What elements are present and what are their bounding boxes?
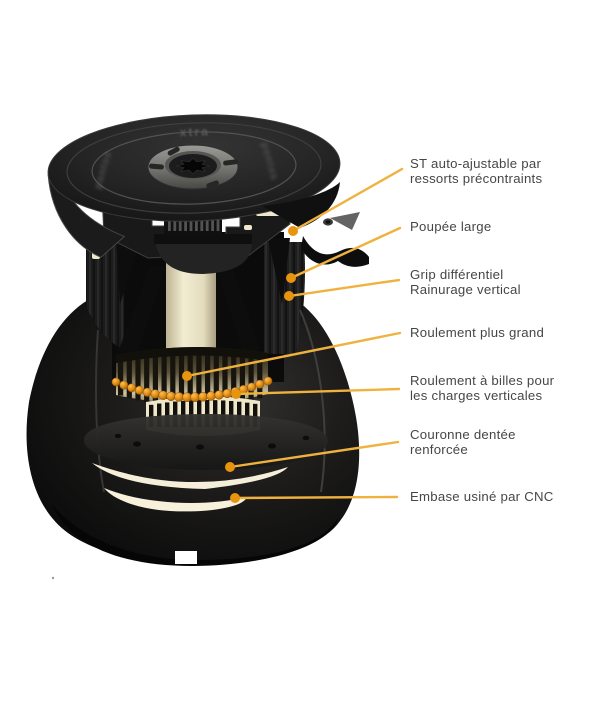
arm-highlight <box>330 212 360 230</box>
interior-struts <box>116 238 290 352</box>
callout-label-line: Roulement à billes pour <box>410 373 555 388</box>
crown-plate <box>84 414 328 470</box>
engraved-ring-outer <box>66 122 322 214</box>
print-speck <box>51 576 55 580</box>
leader-line-2 <box>289 226 402 280</box>
stripper-arm <box>301 236 369 267</box>
leader-dot-7 <box>230 493 240 503</box>
callout-label-line: les charges verticales <box>410 387 543 403</box>
base-highlight-lower <box>104 488 247 512</box>
cap-slots <box>148 146 239 189</box>
leader-dot-2 <box>286 273 296 283</box>
callout-label-line: Couronne dentée <box>410 427 516 442</box>
callout-label-line: Grip différentiel <box>410 267 504 282</box>
leader-line-5 <box>234 387 401 396</box>
base-bottom-rim <box>52 505 338 566</box>
leader-dot-1 <box>288 226 298 236</box>
leader-line-1 <box>291 167 404 233</box>
cut-face-left <box>95 329 105 493</box>
callout-embase-cnc: Embase usiné par CNC <box>410 489 595 505</box>
leader-line-7 <box>233 495 399 500</box>
callout-roulement-a-billes: Roulement à billes pour les charges vert… <box>410 373 595 403</box>
callout-label-line: Roulement plus grand <box>410 325 545 340</box>
callout-poupee-large: Poupée large <box>410 219 595 235</box>
callout-label-line: Poupée large <box>410 219 492 234</box>
drum-wall-left <box>86 242 124 350</box>
engraved-ring-inner <box>91 131 297 205</box>
central-shaft <box>166 258 216 358</box>
callout-couronne-dentee: Couronne dentée renforcée <box>410 427 595 457</box>
base-highlight-upper <box>92 463 288 489</box>
top-cap <box>147 144 239 190</box>
winch-body: xtra pontos pontos <box>26 114 369 580</box>
leader-line-6 <box>228 440 400 469</box>
callout-roulement-plus-grand: Roulement plus grand <box>410 325 595 341</box>
base-notch <box>175 551 197 564</box>
star-socket <box>175 157 211 175</box>
callout-label-line: Embase usiné par CNC <box>410 489 554 504</box>
mid-collar-shadow <box>154 234 252 244</box>
leader-dots <box>182 226 298 503</box>
callout-label-line: ST auto-ajustable par <box>410 156 542 171</box>
drum-engraving-top: xtra <box>179 124 209 139</box>
callout-st-auto-ajustable: ST auto-ajustable par ressorts précontra… <box>410 156 595 186</box>
callout-label-line: Rainurage vertical <box>410 281 521 297</box>
callout-label-line: ressorts précontraints <box>410 170 543 186</box>
leader-dot-6 <box>225 462 235 472</box>
leader-lines <box>185 167 404 500</box>
cut-face-right <box>299 309 326 493</box>
leader-line-4 <box>185 331 402 378</box>
callout-label-line: renforcée <box>410 441 468 457</box>
cutaway-hole-center <box>325 220 331 224</box>
leader-dot-3 <box>284 291 294 301</box>
leader-line-3 <box>287 278 401 298</box>
leader-dot-4 <box>182 371 192 381</box>
leader-dot-5 <box>231 389 241 399</box>
callout-grip-differentiel: Grip différentiel Rainurage vertical <box>410 267 595 297</box>
